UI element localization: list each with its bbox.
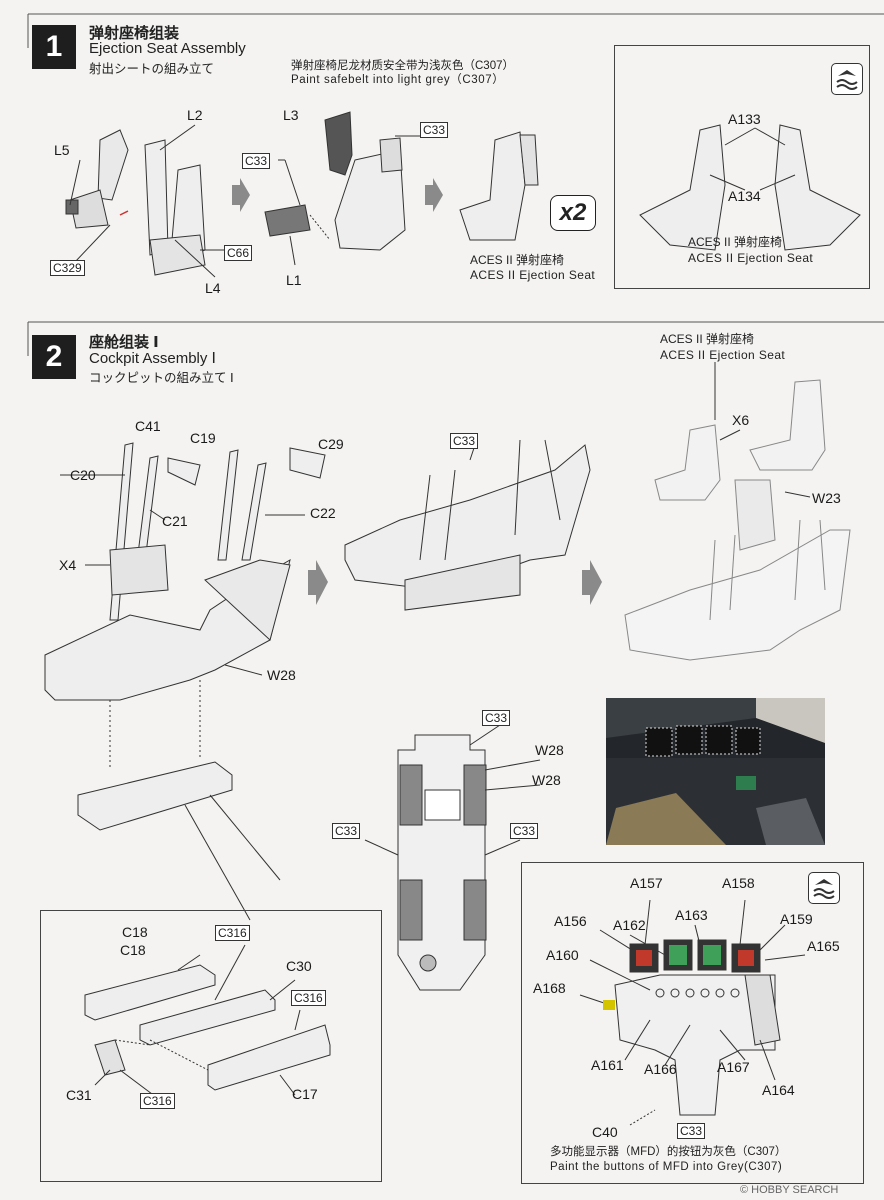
part-c33-panel: C33 bbox=[677, 1123, 706, 1139]
panel-inset-frame bbox=[521, 862, 864, 1184]
seat-exploded-1 bbox=[65, 124, 225, 278]
label-c22: C22 bbox=[310, 505, 336, 521]
label-w28-a: W28 bbox=[267, 667, 296, 683]
label-c20: C20 bbox=[70, 467, 96, 483]
panel-badge-icon bbox=[808, 872, 840, 904]
part-c33-a: C33 bbox=[242, 153, 271, 169]
seat-assembled bbox=[459, 131, 539, 241]
quantity-x2: x2 bbox=[550, 195, 596, 231]
mfd-note-cn: 多功能显示器（MFD）的按钮为灰色（C307） bbox=[550, 1146, 787, 1158]
seat-name-cn: ACES II 弹射座椅 bbox=[470, 253, 565, 267]
step-2-title-en: Cockpit Assembly Ⅰ bbox=[89, 350, 216, 367]
label-l3: L3 bbox=[283, 107, 299, 123]
label-c31: C31 bbox=[66, 1087, 92, 1103]
part-c33-frame: C33 bbox=[450, 433, 479, 449]
seat-exploded-2 bbox=[264, 111, 420, 266]
part-c66: C66 bbox=[224, 245, 253, 261]
step2-seat-name-en: ACES II Ejection Seat bbox=[660, 348, 786, 362]
step-1-number: 1 bbox=[32, 25, 76, 69]
label-l5: L5 bbox=[54, 142, 70, 158]
label-a159: A159 bbox=[780, 911, 813, 927]
inset-seats bbox=[639, 124, 861, 251]
cockpit-frame-assembled bbox=[344, 439, 591, 611]
label-c21: C21 bbox=[162, 513, 188, 529]
label-c41: C41 bbox=[135, 418, 161, 434]
part-c316-a: C316 bbox=[215, 925, 250, 941]
part-c316-c: C316 bbox=[140, 1093, 175, 1109]
watermark: © HOBBY SEARCH bbox=[740, 1184, 839, 1196]
label-w28-b: W28 bbox=[535, 742, 564, 758]
inset-badge-icon bbox=[831, 63, 863, 95]
label-a162: A162 bbox=[613, 917, 646, 933]
label-a134: A134 bbox=[728, 188, 761, 204]
label-a166: A166 bbox=[644, 1061, 677, 1077]
label-a161: A161 bbox=[591, 1057, 624, 1073]
step-1-title-jp: 射出シートの組み立て bbox=[89, 62, 215, 76]
step-2-title-cn: 座舱组装 Ⅰ bbox=[89, 334, 159, 351]
label-l1: L1 bbox=[286, 272, 302, 288]
step-1-title-cn: 弹射座椅组装 bbox=[89, 25, 180, 42]
inset-frame-seats bbox=[614, 45, 870, 289]
sub-assembly-zoom bbox=[84, 944, 331, 1101]
label-x6: X6 bbox=[732, 412, 750, 428]
label-a164: A164 bbox=[762, 1082, 795, 1098]
part-c316-b: C316 bbox=[291, 990, 326, 1006]
label-a163: A163 bbox=[675, 907, 708, 923]
label-c18-a: C18 bbox=[122, 924, 148, 940]
part-c33-b: C33 bbox=[420, 122, 449, 138]
step-2-number: 2 bbox=[32, 335, 76, 379]
label-a167: A167 bbox=[717, 1059, 750, 1075]
label-a168: A168 bbox=[533, 980, 566, 996]
label-a158: A158 bbox=[722, 875, 755, 891]
safebelt-note-en: Paint safebelt into light grey（C307） bbox=[291, 74, 505, 86]
step-1-title-en: Ejection Seat Assembly bbox=[89, 40, 246, 57]
label-l2: L2 bbox=[187, 107, 203, 123]
reference-photo bbox=[606, 698, 825, 845]
label-a133: A133 bbox=[728, 111, 761, 127]
inset-seat-name-en: ACES II Ejection Seat bbox=[688, 251, 814, 265]
label-c29: C29 bbox=[318, 436, 344, 452]
label-a165: A165 bbox=[807, 938, 840, 954]
label-l4: L4 bbox=[205, 280, 221, 296]
label-w23: W23 bbox=[812, 490, 841, 506]
part-c329: C329 bbox=[50, 260, 85, 276]
safebelt-note-cn: 弹射座椅尼龙材质安全带为浅灰色（C307） bbox=[291, 60, 514, 72]
label-w28-c: W28 bbox=[532, 772, 561, 788]
label-c30: C30 bbox=[286, 958, 312, 974]
cockpit-with-seats bbox=[624, 362, 851, 661]
inset-seat-name-cn: ACES II 弹射座椅 bbox=[688, 235, 783, 249]
cockpit-exploded bbox=[44, 442, 326, 921]
instrument-panel bbox=[579, 899, 806, 1126]
label-a160: A160 bbox=[546, 947, 579, 963]
label-c19: C19 bbox=[190, 430, 216, 446]
step2-seat-name-cn: ACES II 弹射座椅 bbox=[660, 332, 755, 346]
label-x4: X4 bbox=[59, 557, 77, 573]
part-c33-left: C33 bbox=[332, 823, 361, 839]
seat-name-en: ACES II Ejection Seat bbox=[470, 268, 596, 282]
part-c33-top: C33 bbox=[482, 710, 511, 726]
zoom-frame bbox=[40, 910, 382, 1182]
step-2-title-jp: コックピットの組み立て Ⅰ bbox=[89, 371, 234, 385]
mfd-note-en: Paint the buttons of MFD into Grey(C307) bbox=[550, 1161, 783, 1173]
cockpit-top-view bbox=[364, 724, 541, 991]
part-c33-right: C33 bbox=[510, 823, 539, 839]
label-c17: C17 bbox=[292, 1086, 318, 1102]
label-c18-b: C18 bbox=[120, 942, 146, 958]
label-a156: A156 bbox=[554, 913, 587, 929]
label-a157: A157 bbox=[630, 875, 663, 891]
label-c40: C40 bbox=[592, 1124, 618, 1140]
